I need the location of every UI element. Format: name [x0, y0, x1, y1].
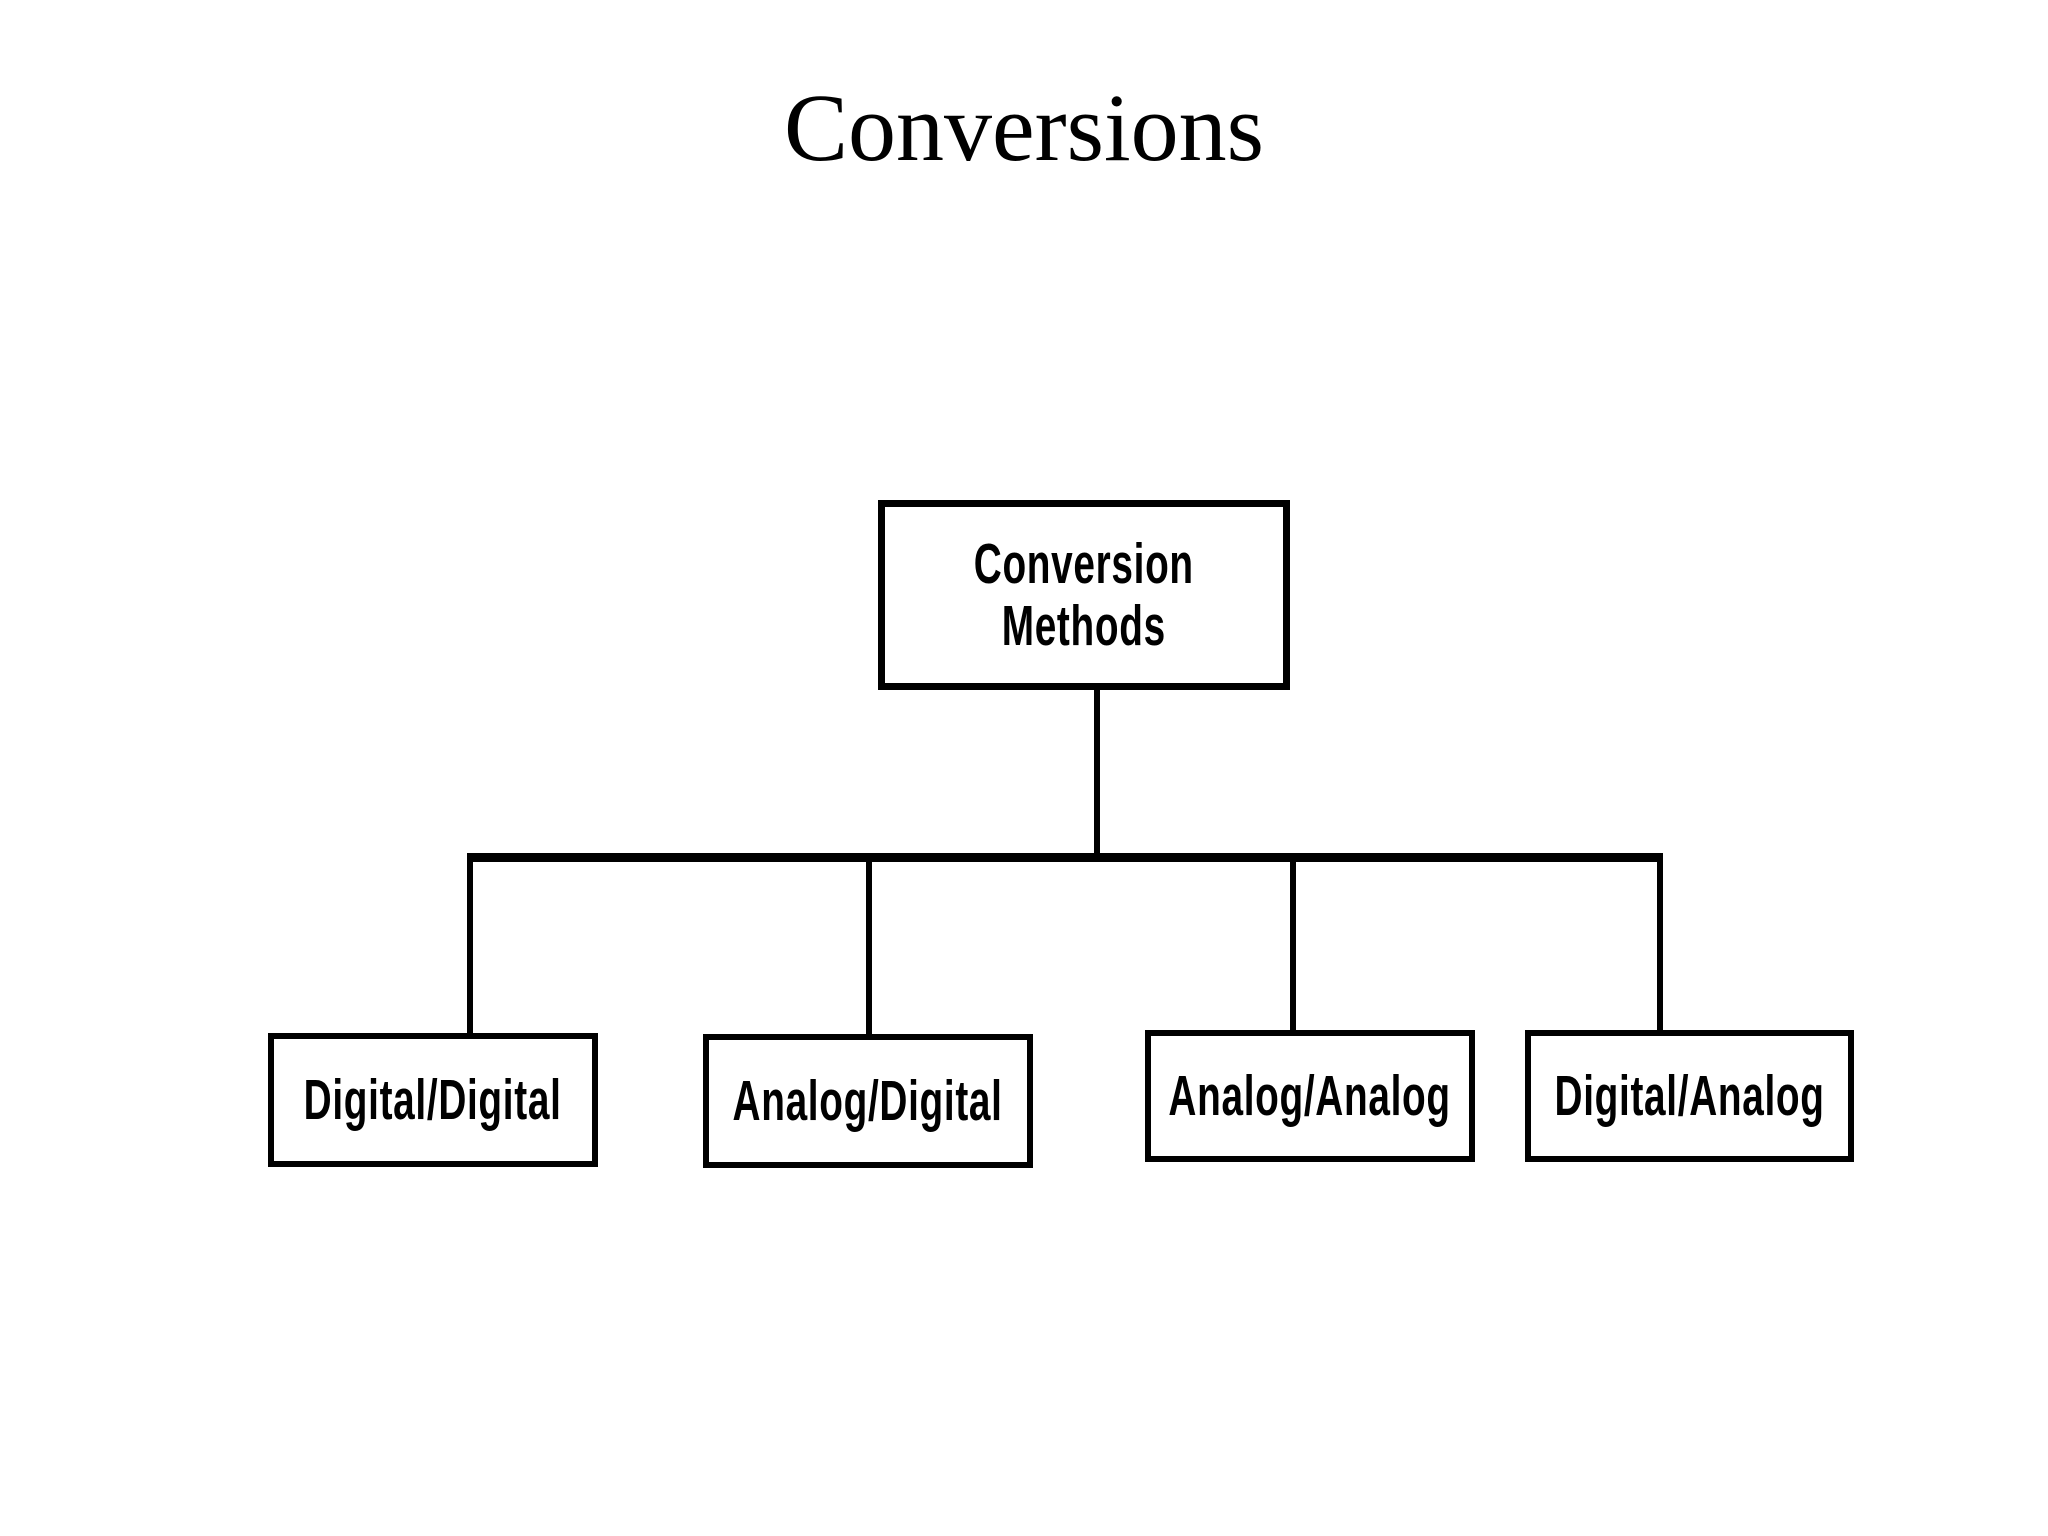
- slide-title: Conversions: [784, 74, 1264, 181]
- connector-root-stem: [1094, 688, 1100, 858]
- connector-horizontal-bar: [467, 853, 1663, 862]
- node-digital-digital: Digital/Digital: [268, 1033, 598, 1167]
- node-analog-digital-label: Analog/Digital: [732, 1069, 1004, 1133]
- connector-drop-digital-analog: [1657, 860, 1663, 1032]
- node-conversion-methods: Conversion Methods: [878, 500, 1290, 690]
- node-digital-digital-label: Digital/Digital: [304, 1068, 562, 1132]
- connector-drop-digital-digital: [467, 860, 473, 1035]
- node-analog-analog: Analog/Analog: [1145, 1030, 1475, 1162]
- node-label-line-1: Conversion: [973, 532, 1195, 596]
- node-digital-analog: Digital/Analog: [1525, 1030, 1854, 1162]
- node-analog-analog-label: Analog/Analog: [1168, 1064, 1452, 1128]
- connector-drop-analog-analog: [1290, 860, 1296, 1032]
- node-label-line-2: Methods: [1001, 594, 1167, 658]
- node-conversion-methods-label: Conversion Methods: [974, 533, 1194, 657]
- connector-drop-analog-digital: [866, 860, 872, 1036]
- node-digital-analog-label: Digital/Analog: [1554, 1064, 1825, 1128]
- node-analog-digital: Analog/Digital: [703, 1034, 1033, 1168]
